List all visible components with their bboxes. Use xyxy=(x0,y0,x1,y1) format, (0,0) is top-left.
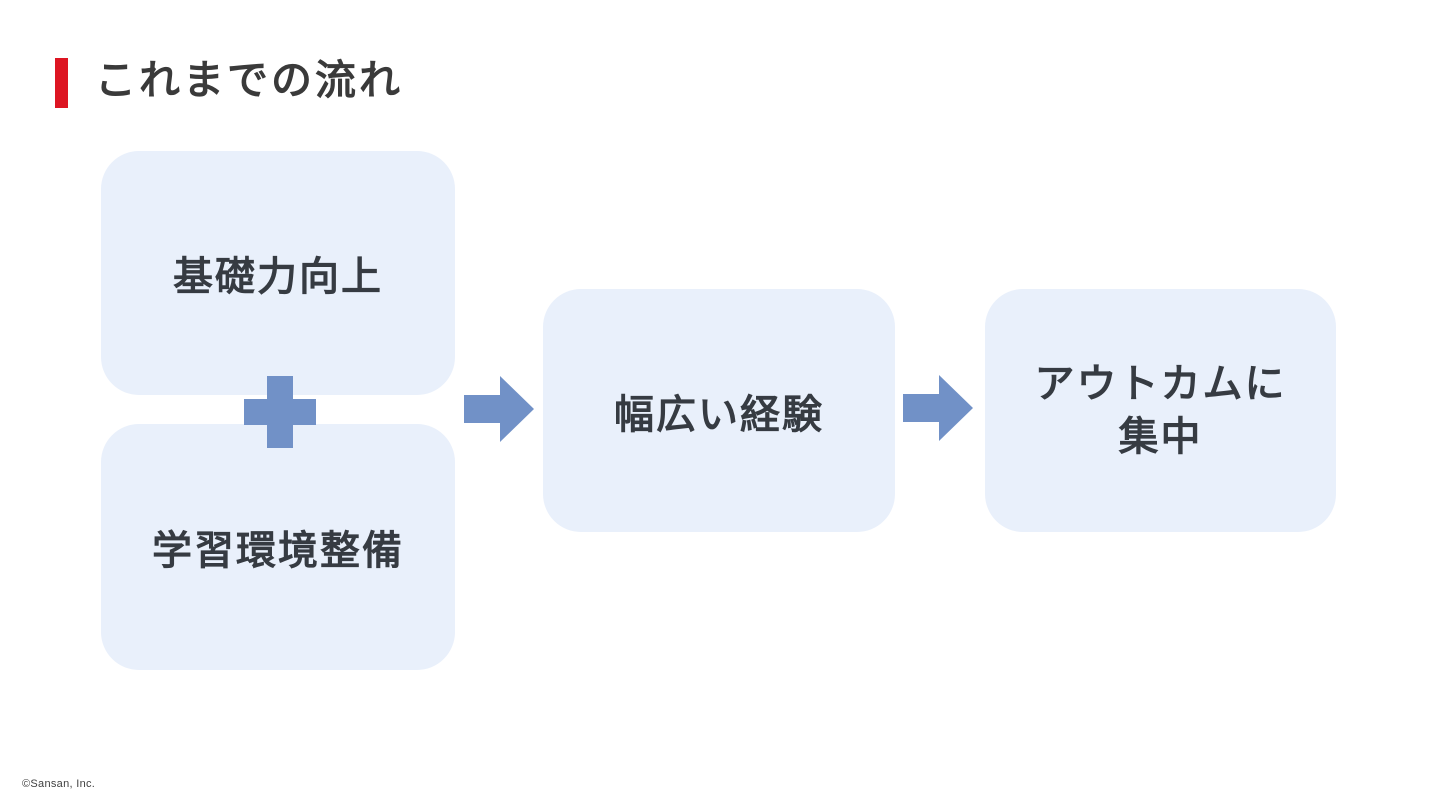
flow-box-learning-env-label: 学習環境整備 xyxy=(152,529,404,573)
flow-box-learning-env: 学習環境整備 xyxy=(101,424,455,670)
flow-box-experience-label: 幅広い経験 xyxy=(614,392,824,437)
plus-icon xyxy=(244,376,316,448)
flow-box-outcome: アウトカムに 集中 xyxy=(985,289,1336,532)
flow-box-outcome-line1: アウトカムに xyxy=(1034,361,1287,406)
copyright-text: ©Sansan, Inc. xyxy=(22,778,96,790)
page-title: これまでの流れ xyxy=(95,57,403,103)
arrow-right-icon xyxy=(464,376,534,442)
flow-box-basics-label: 基礎力向上 xyxy=(173,255,383,299)
title-accent-bar xyxy=(55,58,68,108)
arrow-right-icon xyxy=(903,375,973,441)
flow-box-basics: 基礎力向上 xyxy=(101,151,455,395)
flow-box-outcome-line2: 集中 xyxy=(1118,414,1203,459)
flow-box-experience: 幅広い経験 xyxy=(543,289,895,532)
